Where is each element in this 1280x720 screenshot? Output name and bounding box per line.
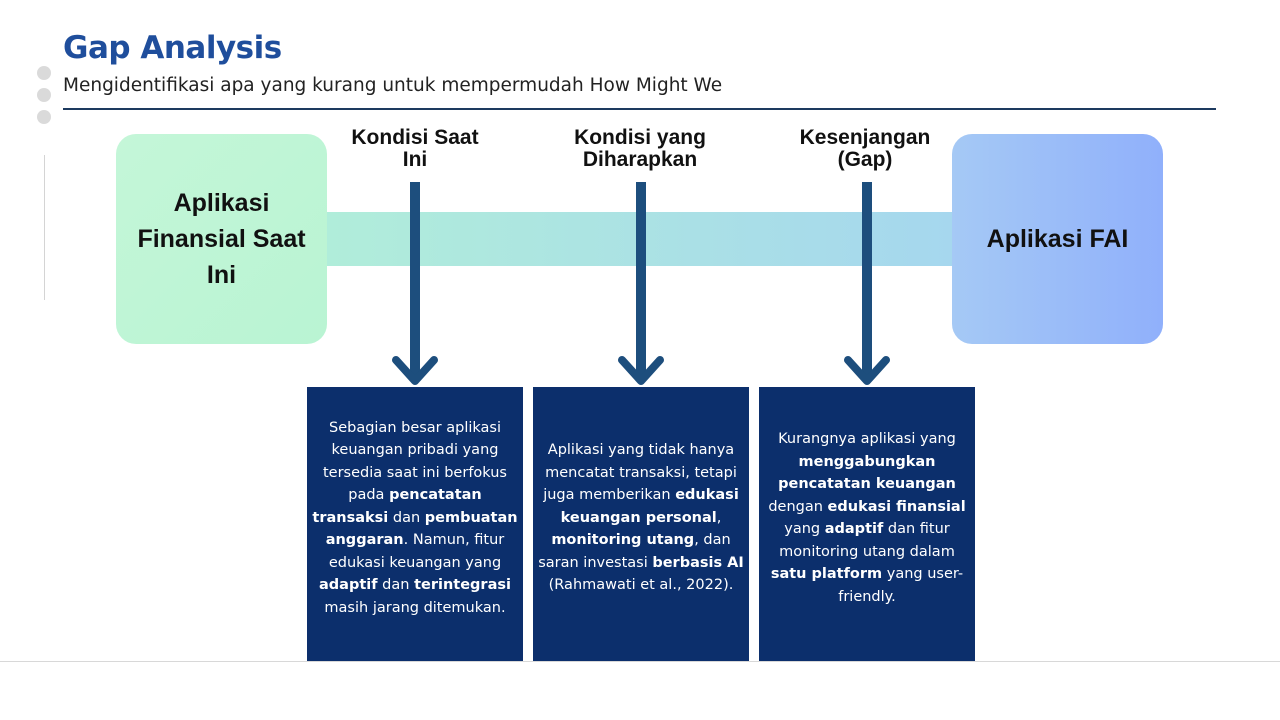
decorative-dot — [37, 88, 51, 102]
column-label-current: Kondisi Saat Ini — [295, 127, 535, 171]
bottom-divider — [0, 661, 1280, 662]
column-label-gap: Kesenjangan (Gap) — [745, 127, 985, 171]
arrow-down-icon — [618, 182, 664, 385]
current-app-box: Aplikasi Finansial Saat Ini — [116, 134, 327, 344]
target-app-box: Aplikasi FAI — [952, 134, 1163, 344]
expected-condition-text: Aplikasi yang tidak hanya mencatat trans… — [538, 442, 744, 594]
current-app-label-line: Ini — [206, 261, 237, 289]
column-label-line: Kondisi Saat — [351, 126, 479, 149]
current-condition-text: Sebagian besar aplikasi keuangan pribadi… — [312, 419, 518, 616]
decorative-dot — [37, 66, 51, 80]
arrow-down-icon — [392, 182, 438, 385]
column-label-line: Kesenjangan — [799, 126, 931, 149]
column-label-line: Diharapkan — [582, 148, 698, 171]
page-title: Gap Analysis — [63, 30, 282, 66]
page-subtitle: Mengidentifikasi apa yang kurang untuk m… — [63, 75, 723, 96]
decorative-vertical-line — [44, 155, 45, 300]
column-label-line: Ini — [402, 148, 428, 171]
current-app-label-line: Aplikasi — [173, 189, 270, 217]
target-app-label: Aplikasi FAI — [986, 225, 1129, 253]
current-app-label-line: Finansial Saat — [137, 225, 306, 253]
gap-text: Kurangnya aplikasi yang menggabungkan pe… — [768, 431, 966, 605]
expected-condition-card: Aplikasi yang tidak hanya mencatat trans… — [533, 387, 749, 661]
arrow-down-icon — [844, 182, 890, 385]
column-label-expected: Kondisi yang Diharapkan — [520, 127, 760, 171]
decorative-dot — [37, 110, 51, 124]
gap-card: Kurangnya aplikasi yang menggabungkan pe… — [759, 387, 975, 661]
column-label-line: (Gap) — [837, 148, 893, 171]
current-condition-card: Sebagian besar aplikasi keuangan pribadi… — [307, 387, 523, 661]
column-label-line: Kondisi yang — [574, 126, 706, 149]
header-divider — [63, 108, 1216, 110]
